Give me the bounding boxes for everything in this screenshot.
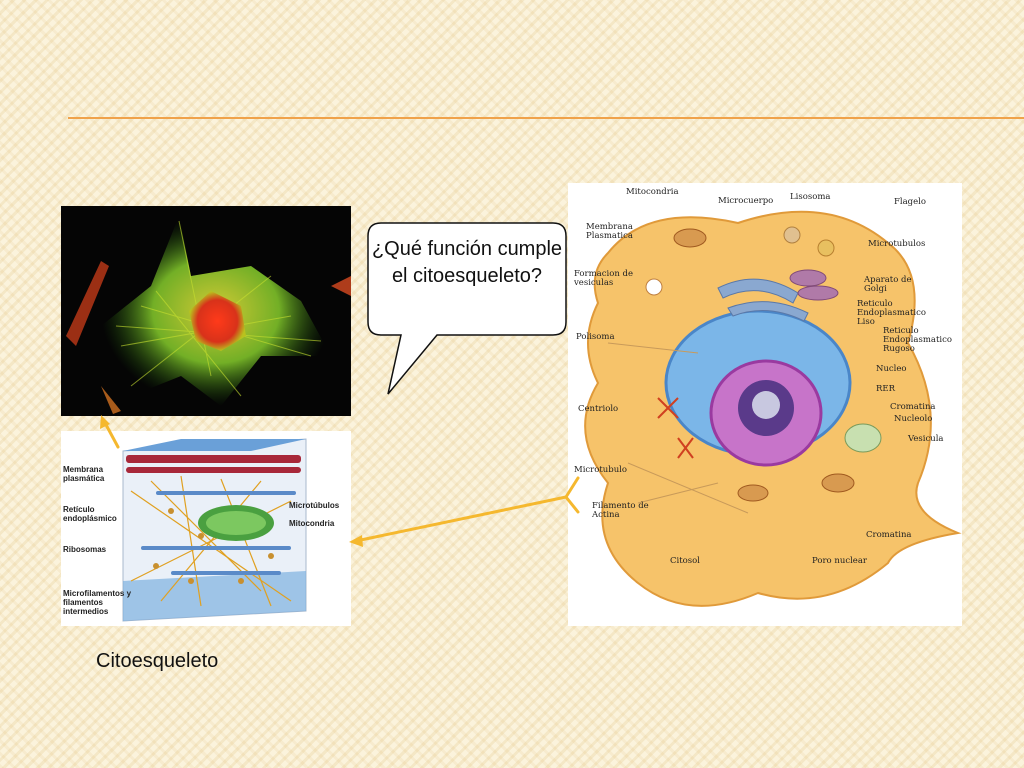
label-microtubulo: Microtubulo — [574, 465, 628, 475]
label-reticulo-rugoso: Reticulo Endoplasmatico Rugoso — [883, 326, 952, 354]
label-membrana-plasmatica: Membrana plasmática — [63, 465, 105, 483]
label-microtubulos: Microtubulos — [868, 239, 926, 249]
arrow-head-left — [349, 535, 363, 547]
label-mitocondria: Mitocondria — [289, 519, 335, 528]
speech-bubble: ¿Qué función cumple el citoesqueleto? — [367, 222, 567, 395]
label-cromatina-2: Cromatina — [866, 530, 912, 540]
label-ribosomas: Ribosomas — [63, 545, 107, 554]
cytoskeleton-diagram: Membrana plasmática Retículo endoplásmic… — [61, 431, 351, 626]
label-mitocondria: Mitocondria — [626, 187, 679, 197]
label-poro-nuclear: Poro nuclear — [812, 556, 867, 566]
label-nucleolo: Nucleolo — [894, 414, 933, 424]
label-formacion-vesiculas: Formacion de vesiculas — [574, 269, 633, 288]
label-flagelo: Flagelo — [894, 197, 926, 207]
header-rule — [68, 117, 1024, 119]
label-centriolo: Centriolo — [578, 404, 619, 414]
label-lisosoma: Lisosoma — [790, 192, 831, 202]
label-rer: RER — [876, 384, 896, 394]
fluorescent-cell-image — [61, 206, 351, 416]
label-citosol: Citosol — [670, 556, 700, 566]
bubble-question-text: ¿Qué función cumple el citoesqueleto? — [371, 238, 563, 287]
label-aparato-golgi: Aparato de Golgi — [864, 275, 912, 294]
label-nucleo: Nucleo — [876, 364, 907, 374]
animal-cell-diagram: Mitocondria Microcuerpo Lisosoma Flagelo… — [568, 183, 962, 626]
label-polisoma: Polisoma — [576, 332, 615, 342]
label-vesicula: Vesicula — [908, 434, 944, 444]
label-reticulo-liso: Reticulo Endoplasmatico Liso — [857, 299, 926, 327]
label-microtubulos: Microtúbulos — [289, 501, 340, 510]
label-microcuerpo: Microcuerpo — [718, 196, 774, 206]
label-cromatina: Cromatina — [890, 402, 936, 412]
label-membrana-plasmatica: Membrana Plasmatica — [586, 222, 633, 241]
label-microfilamentos: Microfilamentos y filamentos intermedios — [63, 589, 132, 616]
label-reticulo-endoplasmico: Retículo endoplásmico — [63, 505, 117, 523]
label-filamento-actina: Filamento de Actina — [592, 501, 649, 520]
caption-citoesqueleto: Citoesqueleto — [96, 650, 219, 672]
arrow-head-up — [100, 415, 110, 429]
